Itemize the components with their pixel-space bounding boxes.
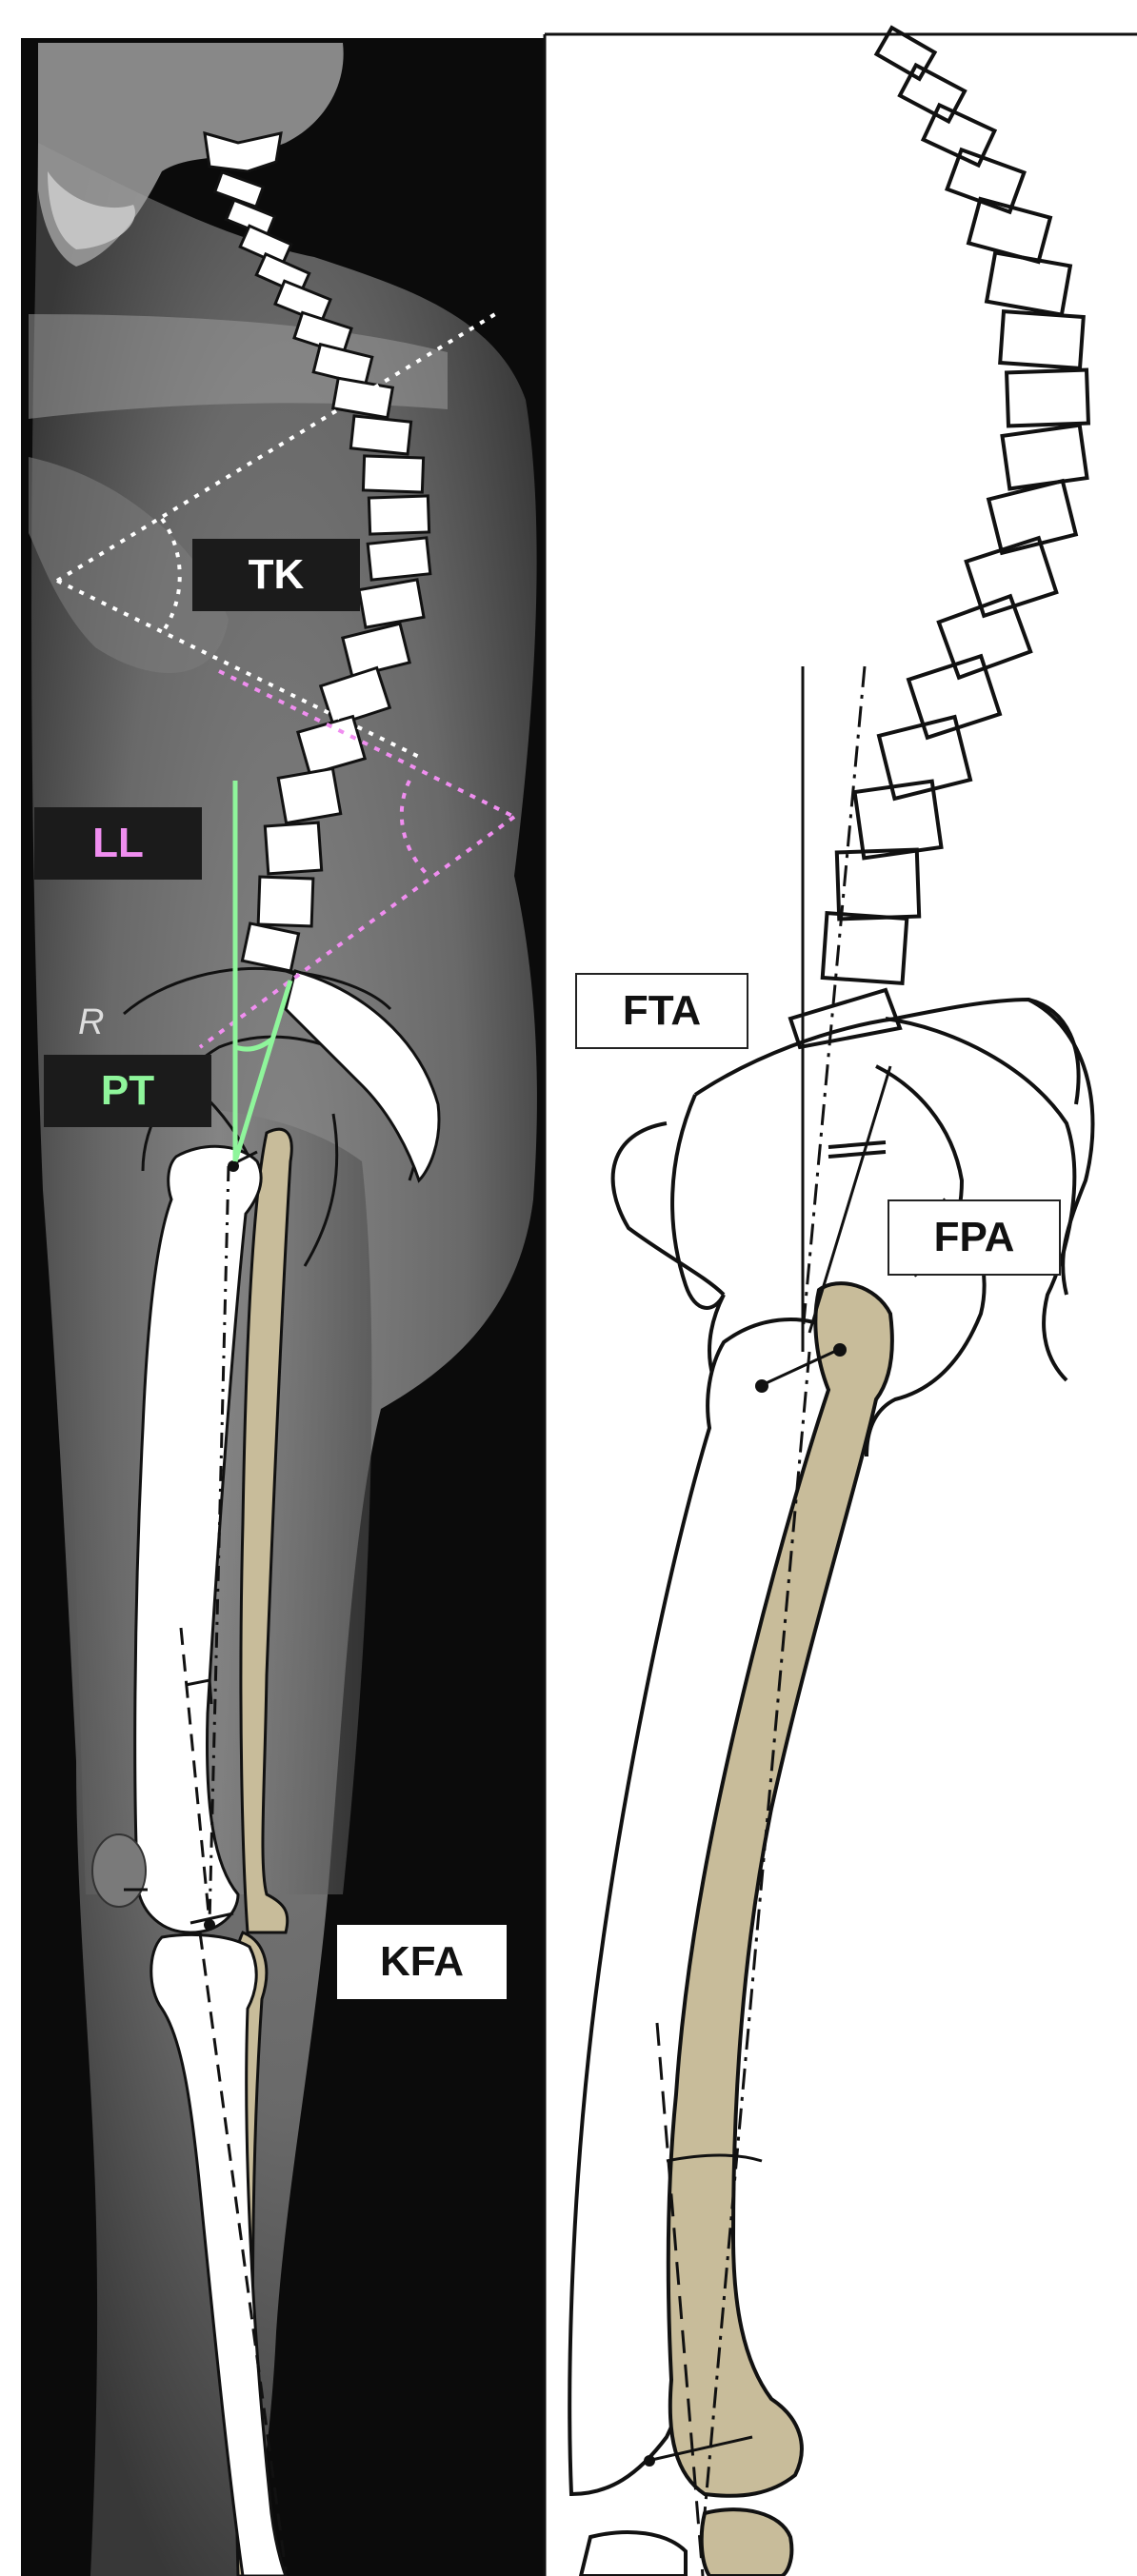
tk-label: TK bbox=[192, 539, 360, 611]
ll-label: LL bbox=[34, 807, 202, 880]
xray-side-marker: R bbox=[78, 1002, 104, 1042]
tibia-white-right bbox=[581, 2532, 686, 2576]
fta-label: FTA bbox=[575, 973, 748, 1049]
kfa-label: KFA bbox=[337, 1925, 507, 1999]
femoral-head-center-right bbox=[833, 1343, 847, 1357]
xray-panel: R bbox=[21, 38, 547, 2576]
hip-center-right bbox=[755, 1379, 768, 1393]
drawing-panel bbox=[545, 28, 1137, 2576]
femoral-head-center-left bbox=[228, 1160, 239, 1172]
knee-center-left bbox=[204, 1919, 215, 1931]
kfa-label-text: KFA bbox=[380, 1938, 464, 1986]
ll-label-text: LL bbox=[92, 820, 144, 867]
fpa-label: FPA bbox=[888, 1199, 1061, 1276]
pt-label-text: PT bbox=[101, 1067, 154, 1115]
patella-left bbox=[92, 1834, 146, 1907]
tibia-tan-right bbox=[702, 2509, 792, 2576]
fpa-label-text: FPA bbox=[934, 1214, 1015, 1261]
fta-label-text: FTA bbox=[623, 987, 701, 1035]
tk-label-text: TK bbox=[249, 551, 305, 599]
knee-center-right bbox=[644, 2455, 655, 2467]
pt-label: PT bbox=[44, 1055, 211, 1127]
